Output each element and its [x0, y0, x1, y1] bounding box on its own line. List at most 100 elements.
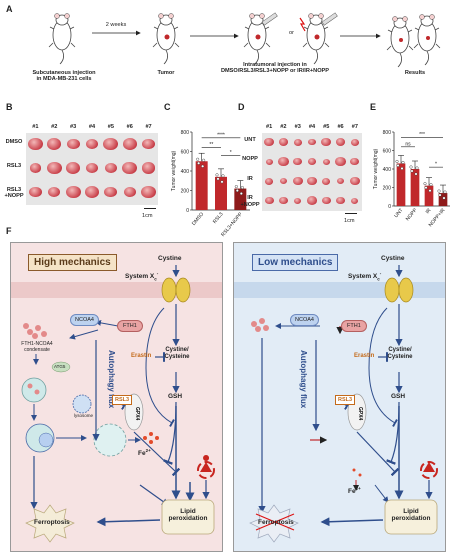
- y-tick-label: 0: [186, 208, 189, 214]
- data-point: [202, 158, 206, 162]
- low-fe-label: Fe2+: [348, 486, 361, 496]
- data-point: [215, 173, 219, 177]
- tumor-sample: [335, 157, 346, 166]
- mouse-icon-4: [299, 12, 338, 65]
- panel-b-scale: 1cm: [142, 213, 153, 219]
- data-point: [197, 161, 201, 165]
- grid-row-label: IR: [247, 175, 253, 182]
- data-point: [401, 160, 405, 164]
- y-tick-label: 800: [383, 130, 392, 136]
- y-tick-label: 200: [383, 185, 392, 191]
- tumor-sample: [321, 137, 332, 147]
- high-erastin-label: Erastin: [131, 353, 152, 359]
- x-tick-label: DMSO: [191, 211, 205, 226]
- high-cys-label: Cystine/Cysteine: [164, 347, 190, 360]
- high-ncoa4-label: NCOA4: [70, 314, 99, 327]
- y-tick-label: 400: [383, 167, 392, 173]
- x-tick-label: UNT: [393, 207, 404, 219]
- grid-row-label: RSL3: [6, 163, 22, 169]
- grid-col-label: #3: [294, 124, 301, 130]
- tumor-sample: [279, 178, 288, 185]
- grid-col-label: #1: [32, 124, 39, 130]
- grid-col-label: #1: [266, 124, 273, 130]
- low-cystine-label: Cystine: [381, 255, 405, 262]
- tumor-sample: [104, 186, 118, 198]
- y-tick-label: 200: [181, 188, 190, 194]
- bar: [410, 169, 420, 206]
- grid-row-label: UNT: [244, 136, 256, 143]
- panel-e-label: E: [370, 102, 377, 112]
- x-tick-label: NOPP: [405, 207, 419, 222]
- grid-row-label: NOPP: [242, 156, 258, 163]
- tumor-sample: [48, 187, 61, 198]
- tumor-sample: [293, 138, 302, 146]
- panel-a-label: A: [6, 4, 13, 14]
- tumor-sample: [29, 163, 42, 174]
- low-rsl3-label: RSL3: [335, 395, 356, 406]
- data-point: [429, 183, 433, 187]
- grid-row-label: DMSO: [5, 139, 23, 145]
- tumor-sample: [321, 196, 331, 205]
- tumor-sample: [123, 187, 136, 198]
- data-point: [400, 166, 404, 170]
- tumor-sample: [265, 158, 273, 165]
- mouse-icon-3: [243, 12, 278, 65]
- tumor-photo-d: [262, 133, 362, 211]
- high-membrane: [11, 282, 222, 298]
- tumor-sample: [335, 138, 346, 146]
- grid-col-label: #6: [126, 124, 133, 130]
- tumor-sample: [265, 177, 274, 185]
- tumor-sample: [264, 196, 274, 205]
- panel-f-label: F: [6, 226, 12, 236]
- tumor-sample: [65, 185, 81, 199]
- panel-d-label: D: [238, 102, 245, 112]
- tumor-sample: [278, 138, 289, 146]
- data-point: [442, 196, 446, 200]
- data-point: [424, 186, 428, 190]
- tumor-photo-b: [26, 133, 158, 205]
- grid-col-label: #3: [70, 124, 77, 130]
- data-point: [234, 185, 238, 189]
- panel-b-scalebar: [144, 208, 156, 209]
- data-point: [414, 172, 418, 176]
- results-label: Results: [404, 70, 426, 76]
- grid-col-label: #7: [145, 124, 152, 130]
- x-tick-label: NOPP+IR: [428, 207, 447, 228]
- high-gpx4-label: GPX4: [134, 407, 140, 421]
- data-point: [437, 189, 441, 193]
- data-point: [428, 189, 432, 193]
- mouse-icon-1: [48, 13, 76, 65]
- data-point: [415, 166, 419, 170]
- high-system-label: System Xc-: [125, 271, 159, 282]
- tumor-sample: [307, 177, 317, 185]
- high-atg5-label: ATG5: [54, 364, 66, 369]
- grid-col-label: #4: [308, 124, 316, 130]
- tumor-sample: [29, 186, 42, 198]
- tumor-sample: [85, 186, 99, 198]
- low-ncoa4-label: NCOA4: [290, 314, 319, 327]
- tumor-sample: [336, 178, 345, 185]
- sig-label: ****: [217, 132, 225, 138]
- high-gsh-label: GSH: [168, 393, 183, 400]
- tumor-sample: [142, 138, 155, 150]
- high-rsl3-label: RSL3: [112, 395, 133, 406]
- y-tick-label: 400: [181, 169, 190, 175]
- low-mechanics-title: Low mechanics: [252, 254, 339, 271]
- grid-col-label: #2: [51, 124, 58, 130]
- low-membrane: [234, 282, 445, 298]
- tumor-sample: [264, 137, 275, 147]
- grid-col-label: #5: [323, 124, 330, 130]
- data-point: [409, 165, 413, 169]
- y-tick-label: 800: [181, 130, 190, 136]
- high-lysosome-label: lysosome: [74, 413, 94, 418]
- y-axis-label: Tumor weight(mg): [373, 148, 379, 189]
- panel-c-label: C: [164, 102, 171, 112]
- data-point: [216, 177, 220, 181]
- grid-col-label: #6: [337, 124, 344, 130]
- panel-d-scale: 1cm: [344, 218, 355, 224]
- data-point: [235, 189, 239, 193]
- low-system-label: System Xc-: [348, 271, 382, 282]
- data-point: [443, 190, 447, 194]
- mouse-icon-5: [386, 16, 414, 68]
